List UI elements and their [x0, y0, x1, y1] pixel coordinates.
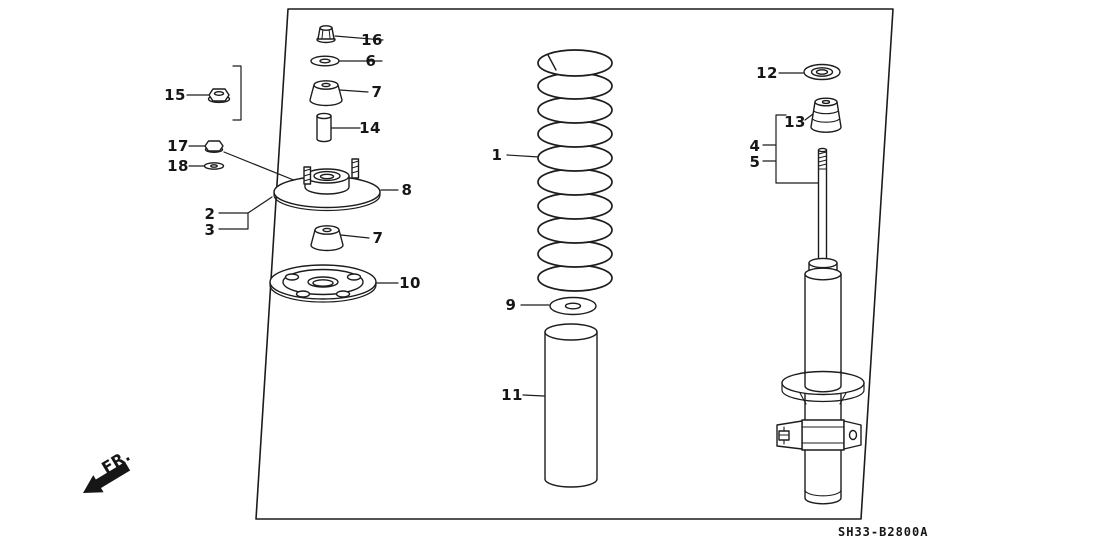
callout-14: 14: [359, 119, 381, 137]
front-direction-arrow: [83, 461, 131, 493]
callout-2: 2: [204, 205, 216, 223]
strut-mount-base: [273, 158, 381, 212]
callout-1: 1: [491, 146, 503, 164]
part-code: SH33-B2800A: [838, 525, 929, 539]
callout-12: 12: [756, 64, 778, 82]
spring-seat-washer: [549, 296, 597, 316]
damper-unit: [776, 147, 865, 505]
callout-8: 8: [401, 181, 413, 199]
damper-rod: [817, 147, 828, 271]
lower-spring-seat-dish: [781, 370, 865, 405]
cap-nut: [316, 25, 336, 44]
callout-13: 13: [784, 113, 806, 131]
bump-stop-rubber: [810, 97, 842, 133]
callout-16: 16: [361, 31, 383, 49]
hose-clamp-bracket: [776, 419, 862, 451]
dust-cover: [544, 323, 598, 488]
mount-stud-left: [303, 166, 312, 185]
front-direction-label: FR.: [98, 446, 133, 478]
washer-12: [803, 63, 841, 81]
callout-4: 4: [749, 137, 761, 155]
spring-seat-plate: [269, 264, 377, 303]
diagram-frame: [255, 8, 894, 520]
callout-5: 5: [749, 153, 761, 171]
washer-6: [310, 55, 340, 67]
self-lock-nut: [207, 88, 231, 104]
rubber-mount-lower: [310, 225, 344, 252]
callout-15: 15: [164, 86, 186, 104]
rubber-mount-upper: [309, 80, 343, 107]
coil-spring: [537, 49, 613, 292]
leader-lines: [186, 35, 819, 397]
callout-17: 17: [167, 137, 189, 155]
callout-7-upper: 7: [371, 83, 383, 101]
callout-11: 11: [501, 386, 523, 404]
nut-17: [204, 140, 224, 153]
callout-18: 18: [167, 157, 189, 175]
collar: [316, 112, 332, 143]
washer-18: [203, 162, 225, 170]
callout-6: 6: [365, 52, 377, 70]
callout-3: 3: [204, 221, 216, 239]
callout-10: 10: [399, 274, 421, 292]
callout-9: 9: [505, 296, 517, 314]
callout-7-lower: 7: [372, 229, 384, 247]
mount-stud-right: [351, 158, 360, 179]
